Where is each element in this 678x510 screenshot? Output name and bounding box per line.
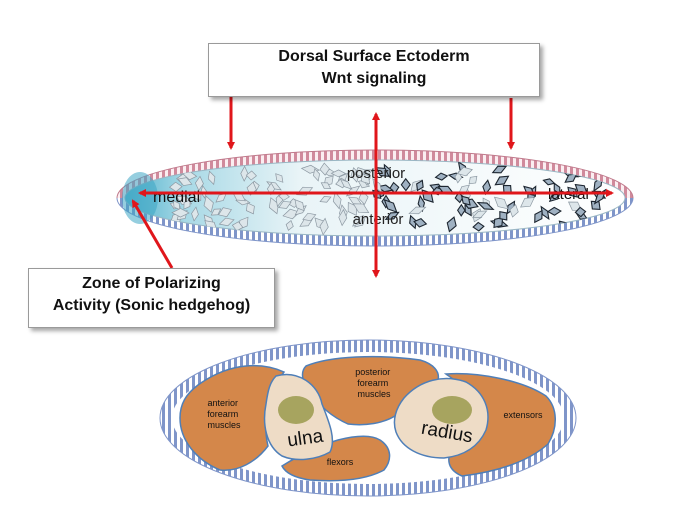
mesenchyme-cell	[520, 197, 535, 208]
mesenchyme-cell	[207, 170, 216, 186]
mesenchyme-cell	[240, 165, 249, 182]
mesenchyme-cell	[245, 170, 257, 181]
zpa-pointer	[131, 199, 174, 269]
mesenchyme-cell	[319, 195, 332, 203]
radius-marrow	[432, 396, 472, 424]
flexors-label: flexors	[327, 457, 354, 467]
mesenchyme-cell	[338, 208, 348, 227]
wnt-signaling-label: Wnt signaling	[321, 70, 427, 87]
mesenchyme-cell	[282, 208, 301, 220]
dorsal-ectoderm-callout: Dorsal Surface Ectoderm Wnt signaling	[208, 43, 540, 97]
mesenchyme-cell	[268, 197, 279, 215]
mesenchyme-cell	[319, 162, 330, 176]
mesenchyme-cell	[203, 195, 214, 213]
mesenchyme-cell	[354, 167, 366, 177]
mesenchyme-cell	[574, 206, 587, 218]
forearm-cross-section: ulna radius anterior forearm muscles pos…	[159, 339, 577, 497]
mesenchyme-cell	[446, 216, 457, 233]
dorsal-ectoderm-title: Dorsal Surface Ectoderm	[278, 48, 470, 65]
mesenchyme-cell	[194, 175, 204, 192]
mesenchyme-cell	[330, 169, 347, 178]
anterior-forearm-muscles-label: anterior forearm muscles	[207, 398, 241, 430]
mesenchyme-cell	[352, 203, 370, 213]
mesenchyme-cell	[278, 200, 292, 209]
mesenchyme-cell	[332, 191, 342, 210]
mesenchyme-cell	[339, 178, 353, 190]
mesenchyme-cell	[494, 175, 510, 186]
mesenchyme-cell	[215, 193, 227, 203]
extensors-label: extensors	[503, 410, 543, 420]
zpa-callout: Zone of Polarizing Activity (Sonic hedge…	[28, 268, 275, 328]
zpa-title: Zone of Polarizing	[82, 275, 221, 292]
mesenchyme-cell	[456, 166, 473, 177]
mesenchyme-cell	[493, 216, 504, 229]
mesenchyme-cell	[246, 202, 255, 215]
mesenchyme-cell	[493, 196, 509, 210]
mesenchyme-cell	[416, 179, 424, 192]
mesenchyme-cell	[320, 182, 332, 189]
mesenchyme-cell	[294, 199, 305, 212]
mesenchyme-cell	[217, 207, 233, 218]
mesenchyme-cell	[400, 177, 411, 192]
mesenchyme-cell	[275, 173, 284, 183]
ulna-marrow	[278, 396, 314, 424]
mesenchyme-cell	[376, 184, 394, 193]
mesenchyme-cell	[468, 175, 478, 185]
mesenchyme-cell	[313, 167, 320, 182]
mesenchyme-cell	[384, 211, 400, 221]
mesenchyme-cell	[461, 195, 471, 206]
mesenchyme-cell	[183, 199, 191, 210]
zpa-region	[122, 172, 158, 224]
mesenchyme-cell	[434, 172, 449, 181]
mesenchyme-cell	[191, 206, 199, 222]
posterior-forearm-muscles-label: posterior forearm muscles	[355, 367, 393, 399]
mesenchyme-cell	[491, 165, 508, 174]
mesenchyme-cell	[408, 206, 427, 215]
mesenchyme-cell	[171, 208, 190, 218]
mesenchyme-cell	[218, 217, 235, 227]
mesenchyme-cell	[360, 172, 371, 185]
mesenchyme-cell	[231, 221, 244, 232]
mesenchyme-cell	[413, 217, 428, 228]
anterior-forearm-muscle	[179, 364, 286, 471]
mesenchyme-cell	[409, 214, 417, 230]
mesenchyme-cell	[210, 208, 222, 216]
mesenchyme-cell	[509, 203, 519, 218]
mesenchyme-cell	[168, 181, 183, 192]
label-anterior: anterior	[353, 211, 404, 228]
sonic-hedgehog-label: Activity (Sonic hedgehog)	[52, 297, 251, 314]
ulna-label: ulna	[286, 426, 325, 452]
mesenchyme-cell	[177, 177, 193, 186]
mesenchyme-cell	[472, 221, 485, 232]
flexor-muscle	[281, 435, 391, 482]
mesenchyme-cell	[499, 211, 508, 221]
mesenchyme-cell	[564, 173, 578, 183]
mesenchyme-cell	[375, 167, 390, 177]
mesenchyme-cell	[302, 212, 317, 222]
mesenchyme-cell	[319, 217, 329, 236]
mesenchyme-cell	[285, 219, 294, 231]
mesenchyme-cell	[456, 203, 466, 217]
mesenchyme-cell	[352, 215, 364, 227]
mesenchyme-cell	[546, 206, 562, 216]
mesenchyme-cell	[454, 191, 464, 204]
mesenchyme-cell	[476, 201, 495, 211]
mesenchyme-cell	[534, 209, 543, 224]
mesenchyme-cell	[471, 210, 488, 219]
